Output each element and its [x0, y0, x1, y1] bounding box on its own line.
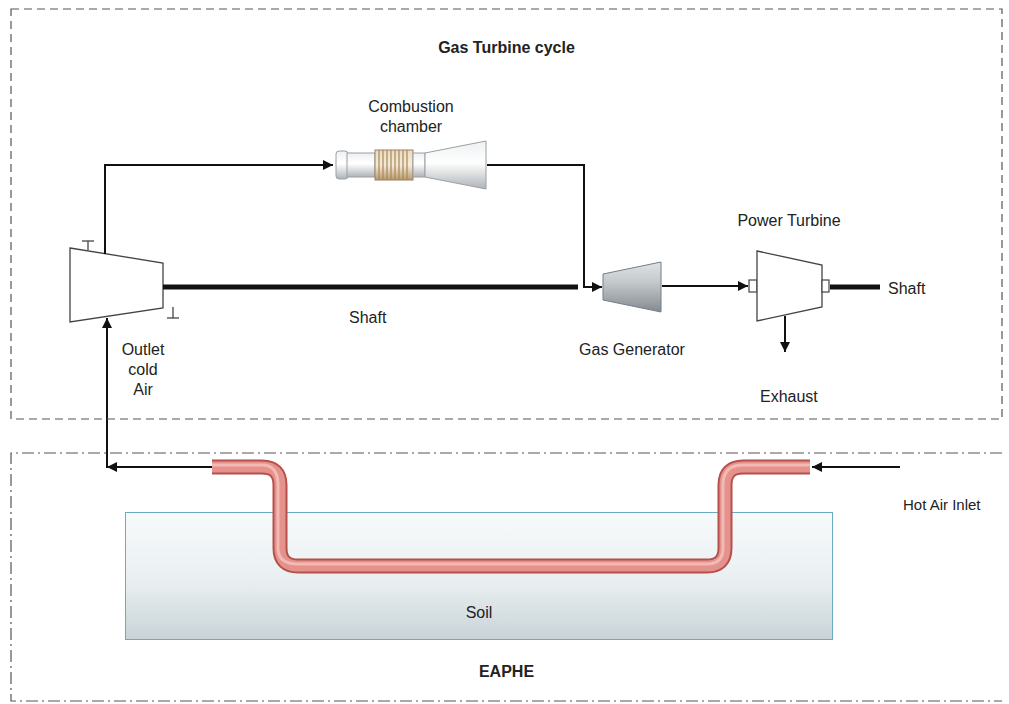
exhaust-label: Exhaust — [760, 387, 818, 407]
label-holder: Hot Air Inlet — [903, 495, 981, 515]
eaphe-region: EAPHE Soil — [10, 452, 1003, 702]
air-line — [105, 165, 333, 254]
region-title: EAPHE — [10, 662, 1003, 682]
flow-arrow — [487, 165, 602, 287]
part-label: Gas Generator — [579, 340, 685, 360]
region-title: Gas Turbine cycle — [10, 38, 1003, 58]
air-label: Hot Air Inlet — [903, 495, 981, 515]
shaft-label: Shaft — [888, 279, 925, 299]
compressor — [70, 241, 179, 322]
gas-generator-symbol — [602, 261, 662, 313]
part-label: Power Turbine — [737, 211, 840, 231]
power-turbine-symbol — [748, 250, 830, 322]
label-holder: Outlet cold Air — [117, 340, 169, 400]
combustion-chamber: Combustion chamber — [333, 97, 489, 190]
part-label: Combustion chamber — [361, 97, 461, 137]
power-turbine: Power Turbine — [735, 211, 843, 322]
exhaust-arrow — [784, 316, 786, 352]
region-border — [10, 8, 1003, 420]
gas-generator: Gas Generator — [577, 261, 687, 360]
box-label: Soil — [126, 603, 832, 623]
shaft-label: Shaft — [349, 308, 386, 328]
label-holder: Exhaust — [760, 387, 818, 407]
label-holder: Shaft — [888, 279, 925, 299]
air-label: Outlet cold Air — [117, 340, 169, 400]
flow-arrow — [662, 285, 748, 287]
shaft-line — [830, 285, 880, 290]
combustion-chamber-symbol — [335, 140, 487, 190]
shaft-line — [163, 285, 578, 290]
label-holder: Shaft — [349, 308, 386, 328]
hot-air-arrow — [812, 466, 900, 468]
gas-turbine-region: Gas Turbine cycleCombustion chamberGas G… — [10, 8, 1003, 420]
cold-air-arrow — [107, 466, 212, 468]
cold-air-arrow — [106, 318, 108, 468]
